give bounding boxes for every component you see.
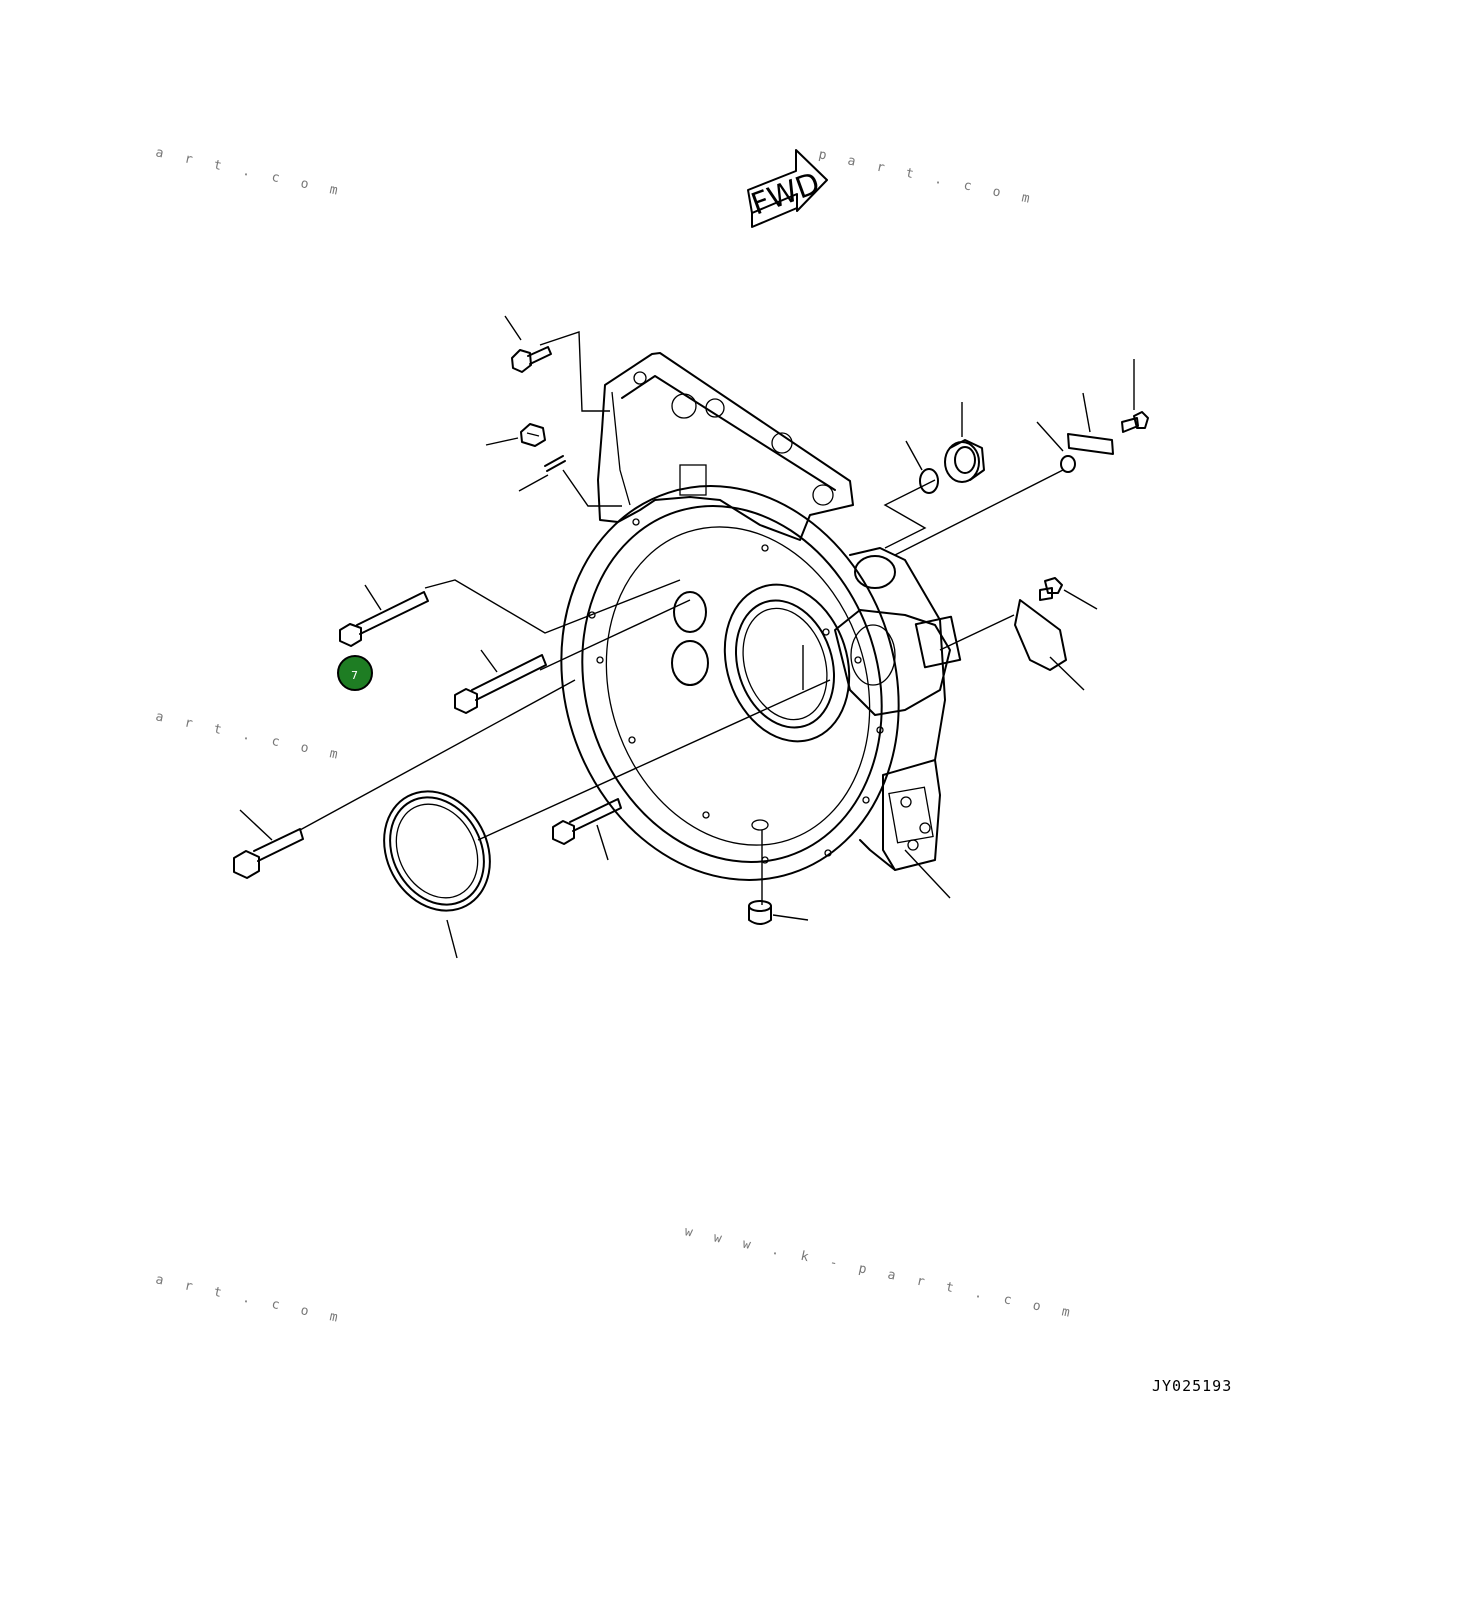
bolt-top-icon: [511, 346, 552, 373]
cover-bolt-icon: [1039, 577, 1063, 601]
callout-7-circle: [337, 655, 373, 691]
callout-7-label: 7: [351, 669, 358, 682]
watermark-5: p a r t . c o m: [817, 147, 1038, 208]
forward-arrow-icon: FWD: [747, 149, 828, 228]
dowel-plug-icon: [748, 900, 772, 925]
flywheel-housing: [560, 352, 962, 881]
pin-icon: [544, 455, 566, 472]
oil-seal-icon: [383, 790, 491, 912]
washer-icon: [1060, 455, 1076, 473]
long-bolt-3-icon: [233, 828, 304, 879]
small-bolt-right-icon: [1121, 411, 1149, 433]
plate-icon: [1067, 433, 1114, 455]
watermark-2: a r t . c o m: [154, 709, 346, 764]
watermark-3: a r t . c o m: [154, 1272, 346, 1327]
leader-lines: [239, 315, 1135, 959]
watermark-1: a r t . c o m: [154, 145, 346, 200]
o-ring-icon: [919, 468, 939, 494]
long-bolt-1-icon: [339, 591, 429, 647]
parts: [233, 346, 1149, 925]
bolt-bottom-icon: [552, 798, 622, 845]
watermark-4: w w w . k - p a r t . c o m: [683, 1224, 1078, 1322]
plug-icon: [520, 423, 546, 447]
large-plug-icon: [944, 439, 985, 483]
cover-plate-icon: [1014, 599, 1067, 671]
drawing-code: JY025193: [1152, 1377, 1232, 1395]
housing-bolt-holes: [588, 518, 884, 864]
long-bolt-2-icon: [454, 654, 547, 714]
callout-7-button[interactable]: 7: [337, 655, 373, 691]
